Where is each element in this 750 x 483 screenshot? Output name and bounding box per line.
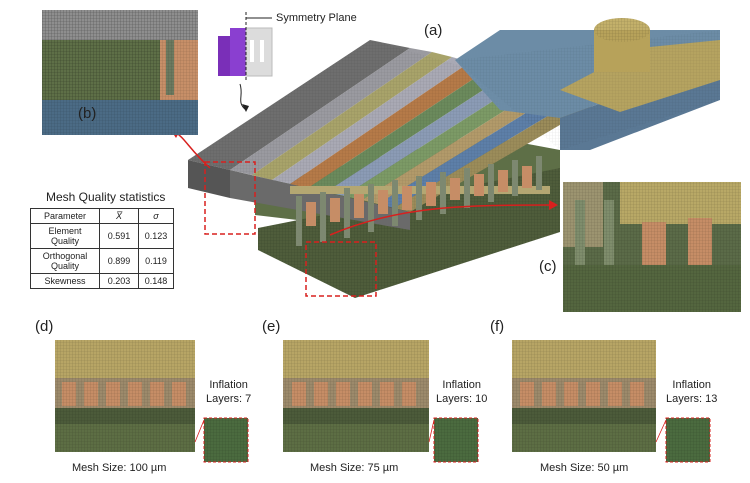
label-c: (c)	[539, 258, 557, 275]
table-row: Element Quality 0.591 0.123	[30, 223, 174, 249]
panel-f-inflation: Inflation Layers: 13	[666, 378, 717, 406]
panel-e-mesh-size: Mesh Size: 75 µm	[310, 462, 399, 474]
label-b: (b)	[78, 105, 97, 122]
panel-f-graphic	[512, 340, 711, 463]
inset-b-graphic	[42, 10, 198, 135]
table-row: Orthogonal Quality 0.899 0.119	[30, 248, 174, 274]
panel-d-graphic	[55, 340, 249, 463]
panel-d-mesh-size: Mesh Size: 100 µm	[72, 462, 167, 474]
table-row: Skewness 0.203 0.148	[30, 273, 174, 289]
cell-param: Skewness	[30, 273, 100, 289]
inflation-layers: Layers: 13	[666, 393, 718, 405]
panel-d-inflation: Inflation Layers: 7	[206, 378, 251, 406]
panel-e-inflation: Inflation Layers: 10	[436, 378, 487, 406]
label-a: (a)	[424, 22, 443, 39]
header-sd: σ	[138, 208, 174, 224]
label-f: (f)	[490, 318, 505, 335]
cell-sd: 0.119	[138, 248, 174, 274]
mesh-quality-table: Parameter X̅ σ Element Quality 0.591 0.1…	[30, 208, 174, 289]
cell-param: Element Quality	[30, 223, 100, 249]
inflation-layers: Layers: 7	[206, 393, 252, 405]
header-mean: X̅	[99, 208, 139, 224]
mesh-quality-title: Mesh Quality statistics	[46, 190, 166, 204]
detail-box-c	[305, 241, 377, 297]
panel-e-graphic	[283, 340, 479, 463]
mesh-quality-panel: Mesh Quality statistics Parameter X̅ σ E…	[30, 190, 174, 289]
header-parameter: Parameter	[30, 208, 100, 224]
cell-mean: 0.899	[99, 248, 139, 274]
label-d: (d)	[35, 318, 54, 335]
cell-sd: 0.148	[138, 273, 174, 289]
symmetry-plane-inset	[218, 12, 273, 112]
inlet-block	[455, 18, 720, 150]
fin-array	[290, 156, 550, 246]
panel-f-mesh-size: Mesh Size: 50 µm	[540, 462, 629, 474]
cell-sd: 0.123	[138, 223, 174, 249]
inflation-label: Inflation	[672, 379, 711, 391]
inflation-label: Inflation	[442, 379, 481, 391]
cell-mean: 0.203	[99, 273, 139, 289]
cell-mean: 0.591	[99, 223, 139, 249]
inset-c-graphic	[563, 182, 741, 312]
inflation-label: Inflation	[209, 379, 248, 391]
label-e: (e)	[262, 318, 281, 335]
cell-param: Orthogonal Quality	[30, 248, 100, 274]
arrow-to-c	[329, 204, 553, 236]
symmetry-plane-label: Symmetry Plane	[276, 12, 357, 24]
inflation-layers: Layers: 10	[436, 393, 488, 405]
detail-box-b	[204, 161, 256, 235]
